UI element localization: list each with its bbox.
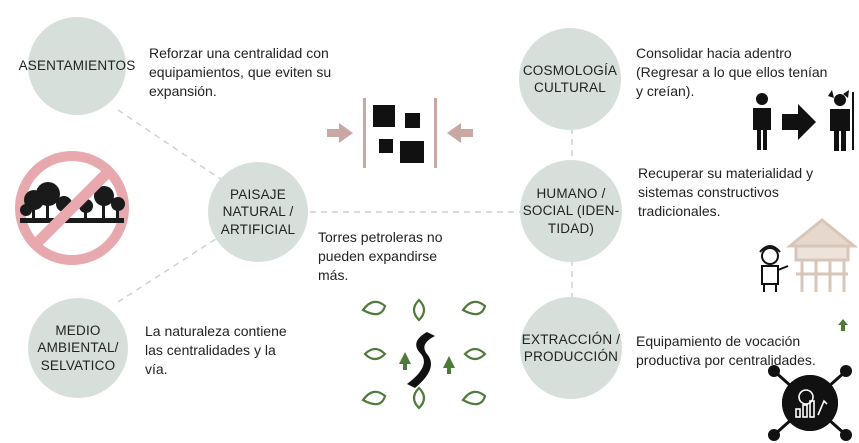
desc-cosmologia: Consolidar hacia adentro (Regresar a lo … [636, 45, 828, 100]
node-humano: HUMANO / SOCIAL (IDEN- TIDAD) [520, 160, 622, 262]
node-paisaje: PAISAJE NATURAL / ARTIFICIAL [208, 162, 308, 262]
desc-humano: Recuperar su materialidad y sistemas con… [638, 165, 814, 220]
desc-medio: La naturaleza contiene las centralidades… [145, 323, 287, 378]
desc-asentamientos: Reforzar una centralidad con equipamient… [149, 45, 332, 100]
node-extraccion: EXTRACCIÓN / PRODUCCIÓN [520, 297, 622, 399]
no-deforestation-icon [15, 151, 129, 265]
small-leaf-icon [838, 319, 848, 331]
node-medio: MEDIO AMBIENTAL/ SELVATICO [28, 298, 128, 398]
node-cosmologia: COSMOLOGÍA CULTURAL [519, 28, 621, 130]
desc-torres: Torres petroleras no pueden expandirse m… [318, 229, 443, 284]
person-transform-icon [753, 90, 854, 151]
production-network-icon [768, 365, 852, 441]
node-asentamientos: ASENTAMIENTOS [19, 17, 135, 115]
nature-river-icon [361, 298, 487, 410]
builder-hut-icon [759, 218, 859, 292]
compact-centrality-icon [327, 98, 473, 168]
desc-extraccion: Equipamiento de vocación productiva por … [636, 333, 816, 369]
